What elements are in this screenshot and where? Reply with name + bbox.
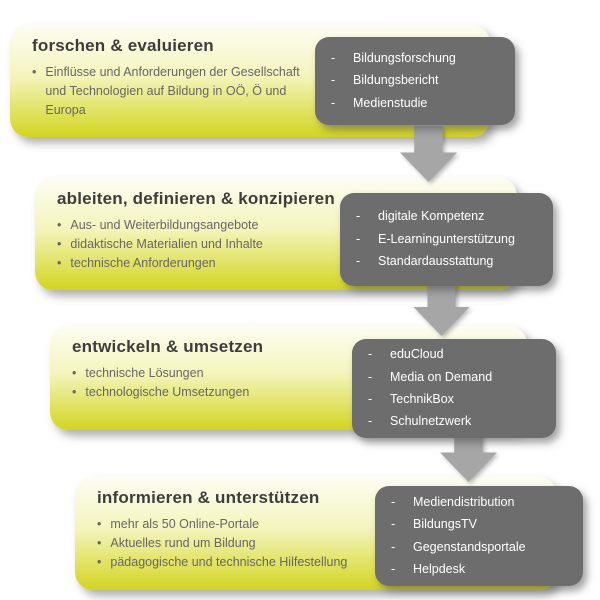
output-text: eduCloud <box>390 347 444 362</box>
output-item: - E-Learningunterstützung <box>354 230 545 249</box>
output-text: Gegenstandsportale <box>413 539 526 554</box>
output-marker: - <box>331 95 336 110</box>
down-arrow-icon <box>440 426 497 482</box>
output-marker: - <box>391 517 396 532</box>
stage-bullet-list: • Aus- und Weiterbildungsangebote • dida… <box>57 216 499 272</box>
output-marker: - <box>368 392 373 406</box>
stage-bullet: • technische Lösungen <box>72 364 509 383</box>
bullet-marker: • <box>97 535 102 550</box>
output-item: - Bildungsforschung <box>329 49 507 68</box>
output-marker: - <box>356 254 361 269</box>
bullet-text: mehr als 50 Online-Portale <box>110 517 260 531</box>
output-item: - Gegenstandsportale <box>389 538 575 557</box>
output-marker: - <box>356 231 361 246</box>
stage-title: informieren & unterstützen <box>97 488 320 507</box>
output-text: TechnikBox <box>390 392 454 406</box>
stage-bullet-list: • technische Lösungen • technologische U… <box>72 364 509 402</box>
output-text: digitale Kompetenz <box>378 209 485 224</box>
stage-bullet-list: • Einflüsse und Anforderungen der Gesell… <box>32 63 472 119</box>
output-marker: - <box>368 414 373 429</box>
output-item: - digitale Kompetenz <box>354 207 545 226</box>
output-text: BildungsTV <box>413 517 477 532</box>
output-marker: - <box>391 494 396 509</box>
output-panel-entwickeln: - eduCloud - Media on Demand - TechnikBo… <box>352 339 556 438</box>
output-item: - Helpdesk <box>389 560 575 579</box>
stage-bullet: • Aktuelles rund um Bildung <box>97 534 539 553</box>
stage-title: ableiten, definieren & konzipieren <box>57 189 335 208</box>
bullet-marker: • <box>32 65 37 79</box>
output-marker: - <box>391 539 396 554</box>
output-panel-ableiten: - digitale Kompetenz - E-Learningunterst… <box>340 193 553 286</box>
bullet-marker: • <box>57 236 62 251</box>
output-text: Mediendistribution <box>413 494 515 509</box>
output-item: - Media on Demand <box>366 368 548 387</box>
bullet-marker: • <box>57 255 62 270</box>
bullet-text: technologische Umsetzungen <box>85 384 250 399</box>
output-item: - BildungsTV <box>389 515 575 534</box>
output-text: Standardausstattung <box>378 254 494 269</box>
output-marker: - <box>368 347 373 362</box>
bullet-marker: • <box>72 366 77 380</box>
bullet-text: technische Anforderungen <box>70 255 216 270</box>
output-text: Media on Demand <box>390 369 493 384</box>
stage-bullet-list: • mehr als 50 Online-Portale • Aktuelles… <box>97 515 539 571</box>
output-marker: - <box>331 73 336 88</box>
output-item: - Mediendistribution <box>389 493 575 512</box>
stage-bullet: • Aus- und Weiterbildungsangebote <box>57 216 499 235</box>
stage-bullet: • mehr als 50 Online-Portale <box>97 515 539 534</box>
output-marker: - <box>331 50 336 65</box>
down-arrow-icon <box>413 281 470 336</box>
output-text: Helpdesk <box>413 561 466 576</box>
output-item: - Standardausstattung <box>354 252 545 271</box>
stage-bullet: • didaktische Materialien und Inhalte <box>57 235 499 254</box>
stage-bullet: • technische Anforderungen <box>57 254 499 273</box>
stage-bullet: • pädagogische und technische Hilfestell… <box>97 553 539 572</box>
output-panel-informieren: - Mediendistribution - BildungsTV - Gege… <box>375 486 583 586</box>
output-text: Bildungsforschung <box>353 50 456 65</box>
bullet-marker: • <box>97 517 102 531</box>
output-item: - Schulnetzwerk <box>366 412 548 431</box>
output-marker: - <box>368 369 373 384</box>
stage-bullet: • technologische Umsetzungen <box>72 383 509 402</box>
bullet-text: pädagogische und technische Hilfestellun… <box>110 554 348 569</box>
bullet-text: Aus- und Weiterbildungsangebote <box>70 218 259 232</box>
output-item: - Bildungsbericht <box>329 71 507 90</box>
output-item: - eduCloud <box>366 345 548 364</box>
output-item: - TechnikBox <box>366 390 548 409</box>
output-text: Bildungsbericht <box>353 73 439 88</box>
bullet-text: Einflüsse und Anforderungen der Gesellsc… <box>45 65 300 117</box>
output-text: Medienstudie <box>353 95 428 110</box>
stage-bullet: • Einflüsse und Anforderungen der Gesell… <box>32 63 472 119</box>
output-panel-forschen: - Bildungsforschung - Bildungsbericht - … <box>315 37 515 125</box>
output-item: - Medienstudie <box>329 94 507 113</box>
stage-title: forschen & evaluieren <box>32 36 214 55</box>
output-marker: - <box>356 209 361 224</box>
bullet-marker: • <box>57 218 62 232</box>
output-text: Schulnetzwerk <box>390 414 472 429</box>
output-marker: - <box>391 561 396 576</box>
bullet-text: didaktische Materialien und Inhalte <box>70 236 263 251</box>
output-text: E-Learningunterstützung <box>378 231 515 246</box>
stage-title: entwickeln & umsetzen <box>72 337 264 356</box>
bullet-text: technische Lösungen <box>85 366 204 380</box>
bullet-text: Aktuelles rund um Bildung <box>110 535 256 550</box>
bullet-marker: • <box>97 554 102 569</box>
down-arrow-icon <box>400 126 457 182</box>
bullet-marker: • <box>72 384 77 399</box>
